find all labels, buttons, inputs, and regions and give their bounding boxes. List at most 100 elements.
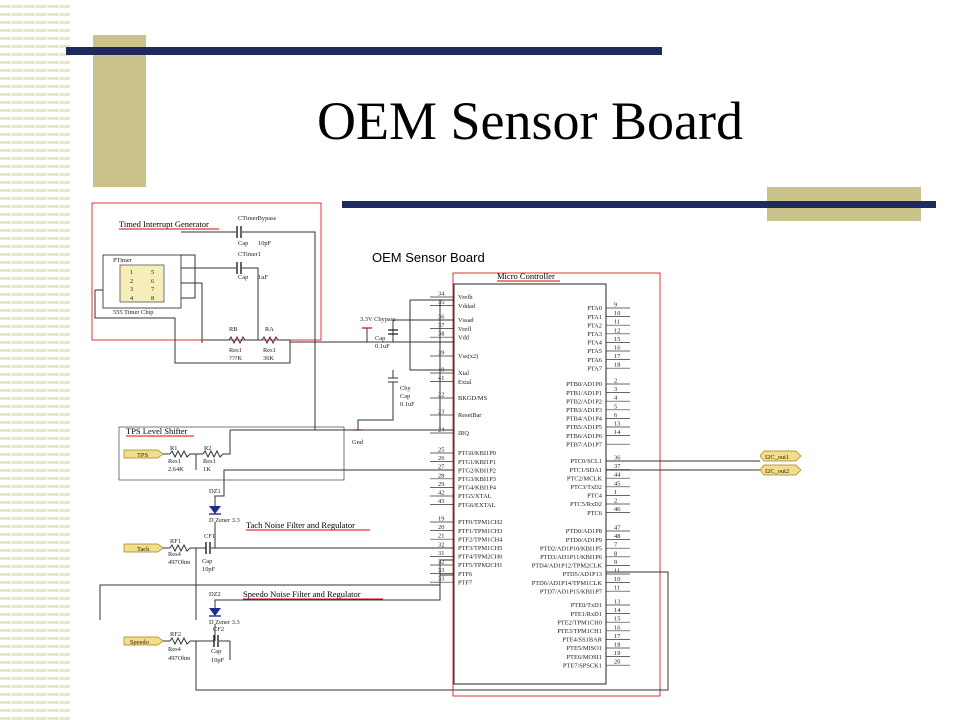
mcu-left-pin-name: ResetBar	[458, 412, 482, 419]
mcu-left-pin-number: 28	[438, 472, 444, 479]
mcu-right-pin-number: 16	[614, 624, 620, 631]
timer-ctimer-ref: CTimer1	[238, 251, 261, 258]
mcu-left-pin-number: 35	[438, 299, 444, 306]
mcu-left-pin-name: PTG3/KBI1P3	[458, 476, 496, 483]
mcu-right-pin-name: PTE5/MISO1	[566, 645, 602, 652]
mcu-right-pin-number: 45	[614, 480, 620, 487]
mcu-right-pin-name: PTE2/TPM1CH0	[557, 619, 602, 626]
output-port-2-label: I2C_out2	[765, 468, 789, 475]
speedo-resistor-rf	[169, 636, 191, 646]
timer-pin-6: 6	[151, 278, 154, 285]
mcu-right-pin-number: 18	[614, 362, 620, 369]
mcu-right-pin-name: PTE1/RxD1	[570, 611, 602, 618]
speedo-cf-type: Cap	[211, 648, 221, 655]
mcu-right-pin-name: PTC6	[587, 510, 602, 517]
timer-rb-ref: RB	[229, 326, 238, 333]
mcu-right-pin-number: 3	[614, 386, 617, 393]
mcu-left-pin-name: PTG4/KBI1P4	[458, 485, 497, 492]
tps-port-label: TPS	[137, 452, 148, 459]
tach-cf-val: 10pF	[202, 566, 216, 573]
mcu-right-pin-number: 9	[614, 302, 617, 309]
mcu-right-pin-name: PTD2/AD1P10/KBI1P5	[540, 545, 602, 552]
mcu-right-pin-number: 20	[614, 659, 620, 666]
tps-section-frame	[118, 426, 345, 481]
navy-bar-top	[66, 47, 662, 55]
mcu-right-pin-number: 17	[614, 353, 621, 360]
mcu-right-pin-name: PTD6/AD1P14/TPM1CLK	[532, 580, 603, 587]
mcu-left-pin-number: 34	[438, 291, 445, 298]
timer-pin-2: 2	[130, 278, 133, 285]
mcu-right-pin-number: 44	[614, 472, 621, 479]
mcu-right-pins: 9PTA010PTA111PTA212PTA315PTA416PTA517PTA…	[532, 302, 630, 669]
tps-r2-type: Res1	[203, 458, 216, 465]
speedo-port	[123, 636, 164, 646]
power-cby-val: 0.1uF	[400, 401, 415, 408]
mcu-right-pin-number: 2	[614, 378, 617, 385]
speedo-section-label: Speedo Noise Filter and Regulator	[243, 589, 361, 599]
mcu-left-pin-number: 39	[438, 350, 444, 357]
speedo-cap-cf	[213, 635, 219, 647]
speedo-rf-type: Res4	[168, 646, 182, 653]
mcu-right-pin-name: PTB5/AD1P5	[566, 424, 602, 431]
timer-pin-4: 4	[130, 295, 134, 302]
mcu-left-pin-number: 31	[438, 550, 444, 557]
mcu-left-pin-number: 23	[438, 409, 444, 416]
mcu-left-pin-name: Vdd	[458, 334, 470, 341]
mcu-right-pin-number: 17	[614, 633, 621, 640]
mcu-left-pin-number: 26	[438, 455, 444, 462]
tach-resistor-rf	[169, 543, 191, 553]
timer-ra-val: 36K	[263, 355, 274, 362]
speedo-port-label: Speedo	[130, 639, 149, 646]
tach-rf-ref: RF1	[170, 538, 181, 545]
speedo-rf-ref: RF2	[170, 631, 181, 638]
mcu-left-pin-name: PTF2/TPM1CH4	[458, 536, 503, 543]
mcu-right-pin-number: 19	[614, 650, 620, 657]
mcu-right-pin-name: PTA4	[587, 340, 603, 347]
mcu-left-pin-number: 27	[438, 464, 445, 471]
timer-section-label: Timed Interrupt Generator	[119, 219, 209, 229]
mcu-left-pin-number: 20	[438, 524, 444, 531]
mcu-right-pin-number: 10	[614, 576, 620, 583]
mcu-right-pin-number: 9	[614, 559, 617, 566]
power-cbypass-val: 0.1uF	[375, 343, 390, 350]
mcu-left-pin-number: 33	[438, 576, 444, 583]
mcu-right-pin-number: 18	[614, 642, 620, 649]
mcu-left-pin-number: 33	[438, 567, 444, 574]
tach-rf-type: Res4	[168, 551, 182, 558]
timer-pin-5: 5	[151, 269, 154, 276]
mcu-right-pin-name: PTD5/AD1P13	[563, 571, 602, 578]
tps-resistor-r1	[169, 449, 191, 459]
mcu-right-pin-number: 15	[614, 336, 620, 343]
mcu-right-pin-name: PTA0	[587, 305, 602, 312]
mcu-left-pin-name: PTF1/TPM1CH3	[458, 528, 502, 535]
slide-title: OEM Sensor Board	[317, 91, 743, 151]
mcu-right-pin-number: 14	[614, 429, 621, 436]
mcu-right-pin-name: PTE7/SPSCK1	[563, 662, 602, 669]
mcu-left-pin-name: Vss(x2)	[458, 353, 478, 360]
mcu-left-pins: 34Vrefh35Vddad36Vssad37Vrefl38Vdd39Vss(x…	[430, 291, 503, 586]
mcu-left-pin-name: PTF6	[458, 571, 472, 578]
timer-chip-555	[119, 264, 165, 303]
mcu-left-pin-number: 38	[438, 331, 444, 338]
mcu-left-pin-name: PTG5/XTAL	[458, 493, 492, 500]
tps-port	[123, 449, 164, 459]
timer-ctimer-type: Cap	[238, 274, 248, 281]
mcu-left-pin-number: 37	[438, 322, 445, 329]
tach-rf-val: 497Ohm	[168, 559, 190, 566]
mcu-right-pin-number: 46	[614, 506, 620, 513]
mcu-right-pin-name: PTA7	[587, 365, 603, 372]
power-cbypass-type: Cap	[375, 335, 385, 342]
output-wires	[606, 460, 760, 471]
mcu-right-pin-name: PTE6/MOSI1	[566, 654, 602, 661]
mcu-right-pin-name: PTE0/TxD1	[571, 602, 602, 609]
mcu-right-pin-number: 14	[614, 607, 621, 614]
mcu-right-pin-name: PTD0/AD1P9	[566, 537, 602, 544]
tps-r1-val: 2.64K	[168, 466, 184, 473]
mcu-left-pin-name: Vrefl	[458, 326, 471, 333]
speedo-zener-diode	[209, 608, 221, 616]
tps-r2-val: 1K	[203, 466, 211, 473]
output-port-2	[759, 464, 802, 476]
mcu-right-pin-number: 4	[614, 395, 618, 402]
mcu-right-pin-number: 16	[614, 345, 620, 352]
